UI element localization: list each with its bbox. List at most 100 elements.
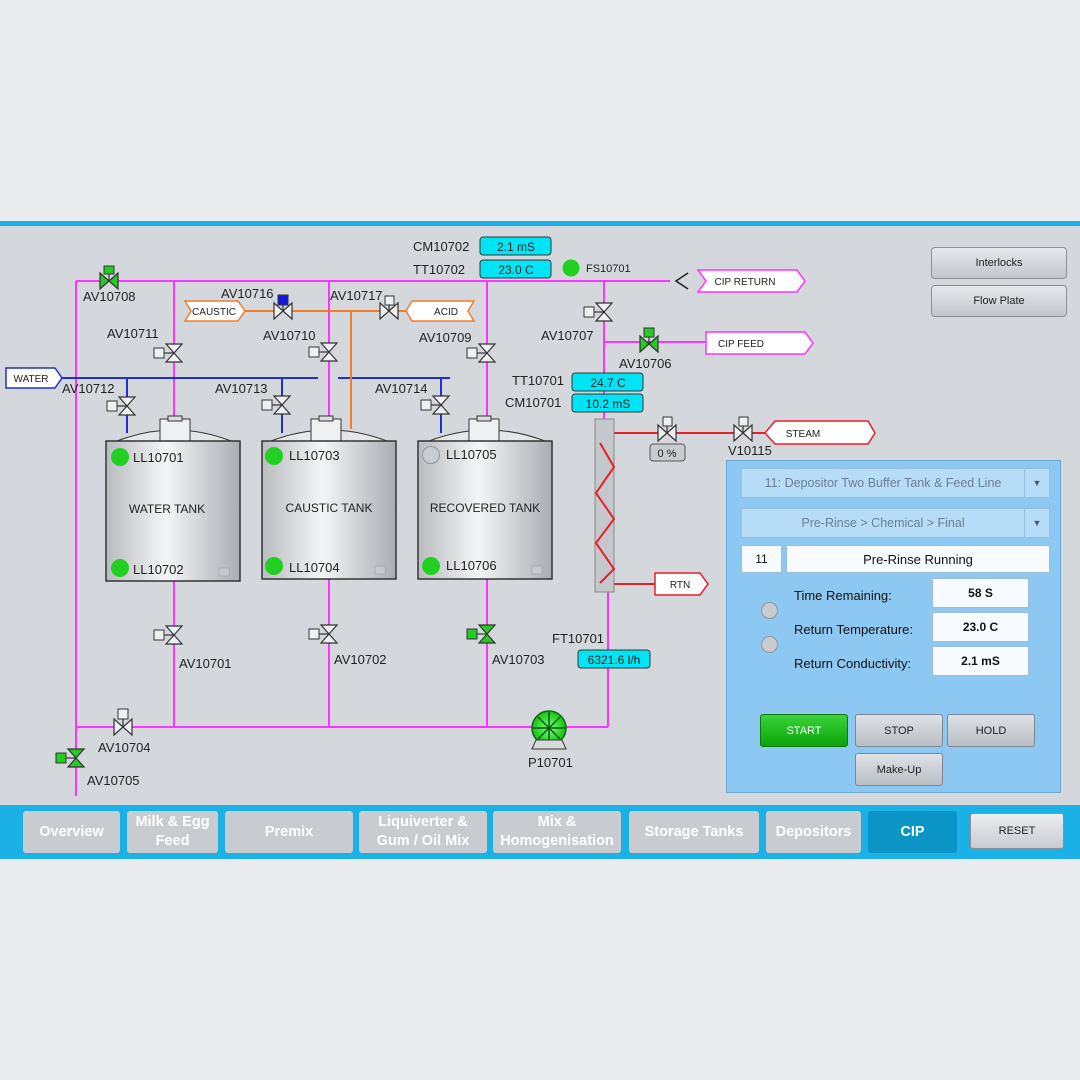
valve-label: AV10716 [221,286,274,301]
start-button[interactable]: START [760,714,848,747]
svg-text:LL10706: LL10706 [446,558,497,573]
svg-text:CAUSTIC: CAUSTIC [192,307,236,318]
valve-av10701[interactable] [153,625,183,645]
valve-label: AV10702 [334,652,387,667]
level-switch-indicator [111,559,129,577]
return-conductivity-value: 2.1 mS [932,646,1029,676]
valve-av10708[interactable] [99,265,119,290]
svg-text:23.0 C: 23.0 C [498,263,534,277]
stop-button[interactable]: STOP [855,714,943,747]
make-up-button[interactable]: Make-Up [855,753,943,786]
valve-av10705[interactable] [55,748,85,768]
valve-steam-control[interactable] [657,416,677,442]
nav-mix-homogenisation[interactable]: Mix & Homogenisation [493,811,621,853]
step-number-field: 11 [741,545,782,573]
valve-av10714[interactable] [420,395,450,415]
instrument-tag: CM10701 [505,395,561,410]
valve-label: AV10705 [87,773,140,788]
sequence-select[interactable]: Pre-Rinse > Chemical > Final ▼ [741,508,1050,538]
reset-button[interactable]: RESET [970,813,1064,849]
sequence-select-value: Pre-Rinse > Chemical > Final [801,516,965,530]
svg-text:WATER: WATER [14,374,49,385]
valve-av10702[interactable] [308,624,338,644]
nav-depositors[interactable]: Depositors [766,811,861,853]
recovered-tank[interactable]: LL10705 RECOVERED TANK LL10706 [417,415,553,580]
return-conductivity-indicator [761,636,778,653]
valve-av10711[interactable] [153,343,183,363]
valve-av10704[interactable] [113,708,133,736]
steam-connector: STEAM [764,420,876,445]
valve-av10703[interactable] [466,624,496,644]
step-status-field: Pre-Rinse Running [786,545,1050,573]
chevron-down-icon[interactable]: ▼ [1024,509,1049,537]
time-remaining-label: Time Remaining: [794,588,892,603]
valve-av10710[interactable] [308,342,338,362]
acid-connector: ACID [405,300,476,322]
steam-valve-position: 0 % [649,443,686,462]
cip-hmi-screen: CIP RETURN CIP FEED WATER CAUSTIC ACID S… [0,221,1080,859]
svg-text:CAUSTIC TANK: CAUSTIC TANK [286,501,373,515]
valve-av10717[interactable] [379,295,399,320]
svg-text:10.2 mS: 10.2 mS [586,397,631,411]
level-switch-indicator [422,557,440,575]
cm10701-readout: 10.2 mS [571,393,644,413]
caustic-tank[interactable]: LL10703 CAUSTIC TANK LL10704 [261,415,397,580]
valve-label: AV10714 [375,381,428,396]
svg-text:LL10705: LL10705 [446,447,497,462]
valve-label: AV10704 [98,740,151,755]
cm10702-readout: 2.1 mS [479,236,552,256]
tt10701-readout: 24.7 C [571,372,644,392]
interlocks-button[interactable]: Interlocks [931,247,1067,279]
instrument-tag: TT10702 [413,262,465,277]
cip-feed-connector: CIP FEED [705,331,814,355]
svg-text:CIP RETURN: CIP RETURN [715,277,776,288]
water-connector: WATER [5,367,63,389]
nav-milk-egg-feed[interactable]: Milk & Egg Feed [127,811,218,853]
route-select[interactable]: 11: Depositor Two Buffer Tank & Feed Lin… [741,468,1050,498]
svg-text:2.1 mS: 2.1 mS [497,240,535,254]
water-tank[interactable]: LL10701 WATER TANK LL10702 [105,415,241,582]
process-diagram: CIP RETURN CIP FEED WATER CAUSTIC ACID S… [5,236,876,796]
valve-av10716[interactable] [273,294,293,320]
nav-liquiverter-gum-oil-mix[interactable]: Liquiverter & Gum / Oil Mix [359,811,487,853]
level-switch-indicator [265,557,283,575]
nav-overview[interactable]: Overview [23,811,120,853]
cip-control-panel: 11: Depositor Two Buffer Tank & Feed Lin… [726,460,1061,793]
valve-av10706[interactable] [639,327,659,353]
tt10702-readout: 23.0 C [479,259,552,279]
nav-storage-tanks[interactable]: Storage Tanks [629,811,759,853]
cip-return-connector: CIP RETURN [674,269,806,293]
hold-button[interactable]: HOLD [947,714,1035,747]
svg-text:0 %: 0 % [658,448,677,460]
flow-switch-indicator [562,259,580,277]
valve-av10713[interactable] [261,395,291,415]
valve-label: AV10717 [330,288,383,303]
valve-av10709[interactable] [466,343,496,363]
level-switch-indicator [422,446,440,464]
level-switch-indicator [265,447,283,465]
chevron-down-icon[interactable]: ▼ [1024,469,1049,497]
svg-text:LL10702: LL10702 [133,562,184,577]
instrument-tag: FT10701 [552,631,604,646]
valve-label: AV10710 [263,328,316,343]
pump-label: P10701 [528,755,573,770]
valve-v10115[interactable] [733,416,753,442]
return-temperature-value: 23.0 C [932,612,1029,642]
instrument-tag: FS10701 [586,263,631,275]
valve-av10707[interactable] [583,302,613,322]
instrument-tag: TT10701 [512,373,564,388]
ft10701-readout: 6321.6 l/h [577,649,651,669]
valve-label: AV10703 [492,652,545,667]
valve-av10712[interactable] [106,396,136,416]
nav-cip[interactable]: CIP [868,811,957,853]
svg-text:LL10704: LL10704 [289,560,340,575]
flow-plate-button[interactable]: Flow Plate [931,285,1067,317]
time-remaining-value: 58 S [932,578,1029,608]
route-select-value: 11: Depositor Two Buffer Tank & Feed Lin… [764,476,1002,490]
svg-text:WATER TANK: WATER TANK [129,502,205,516]
return-arrow-icon [674,272,689,290]
svg-text:RTN: RTN [670,580,690,591]
valve-label: AV10711 [107,326,159,341]
nav-premix[interactable]: Premix [225,811,353,853]
pump-p10701[interactable] [531,710,567,750]
